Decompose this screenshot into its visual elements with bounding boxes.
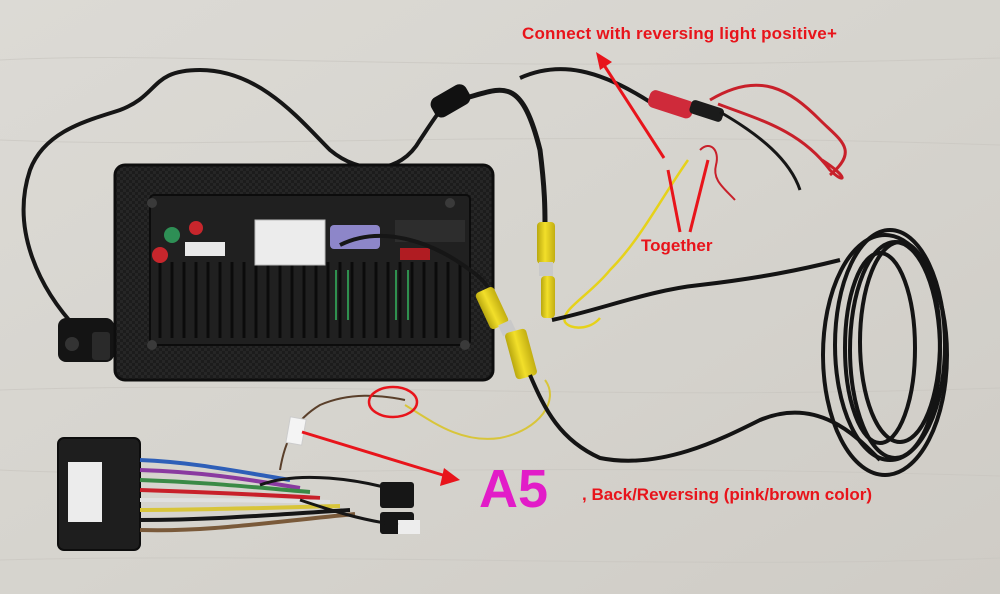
power-leads (647, 83, 847, 201)
wiring-harness-icon (57, 437, 420, 551)
annotation-arrows (301, 52, 710, 486)
long-extension-cable (551, 258, 841, 322)
a5-wire (279, 394, 406, 471)
power-cable (519, 67, 652, 104)
camera-cable (21, 67, 460, 332)
inline-connector (430, 84, 471, 118)
connect-annotation-label: Connect with reversing light positive+ (522, 24, 838, 43)
lower-extension-cable (528, 374, 882, 463)
yellow-extension-wire (404, 379, 551, 440)
main-video-cable (457, 87, 548, 226)
rca-connector-icon (475, 222, 555, 380)
cable-coil (821, 228, 949, 477)
a5-pin-label: A5 (479, 459, 549, 519)
unit-video-cable (339, 233, 494, 296)
together-annotation-label: Together (641, 236, 713, 255)
head-unit-icon (113, 163, 495, 382)
yellow-trigger-wire (563, 159, 690, 329)
splice-circle (367, 385, 419, 419)
back-reversing-label: , Back/Reversing (pink/brown color) (582, 485, 873, 504)
camera-icon (58, 318, 114, 362)
